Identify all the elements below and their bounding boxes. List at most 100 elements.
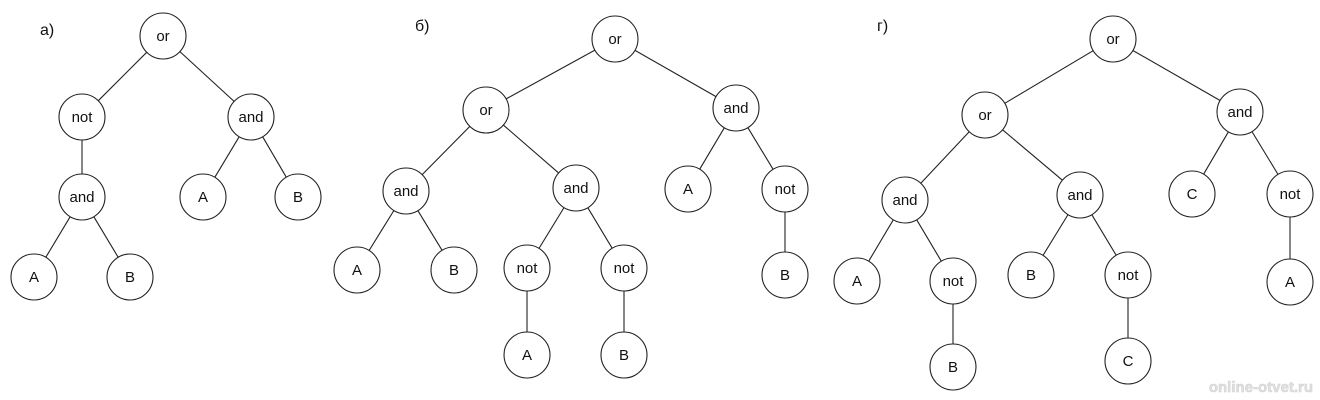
tree-edge: [93, 216, 119, 258]
node-label: and: [69, 189, 94, 206]
tree-node: or: [961, 91, 1009, 139]
tree-node: A: [1266, 258, 1314, 306]
node-label: not: [1280, 186, 1302, 203]
node-label: A: [352, 262, 362, 279]
node-circle: [503, 244, 551, 292]
node-label: not: [775, 181, 797, 198]
tree-node: C: [1104, 337, 1152, 385]
tree-edge: [1004, 50, 1094, 104]
node-circle: [1266, 170, 1314, 218]
node-circle: [430, 246, 478, 294]
node-label: B: [619, 347, 629, 364]
node-circle: [274, 173, 322, 221]
tree-edge: [634, 49, 717, 98]
tree-edge: [868, 219, 894, 262]
node-label: or: [1106, 31, 1119, 48]
node-circle: [761, 165, 809, 213]
node-circle: [58, 93, 106, 141]
node-label: and: [1067, 187, 1092, 204]
tree-edge: [587, 207, 613, 249]
tree-label: а): [40, 22, 54, 39]
node-circle: [1056, 171, 1104, 219]
node-label: B: [293, 189, 303, 206]
tree-node: and: [58, 173, 106, 221]
node-circle: [179, 173, 227, 221]
tree-node: and: [712, 84, 760, 132]
tree-node: and: [227, 93, 275, 141]
tree-node: A: [333, 246, 381, 294]
tree-node: B: [761, 251, 809, 299]
node-circle: [10, 253, 58, 301]
tree-node: not: [929, 257, 977, 305]
tree-edge: [916, 219, 942, 262]
tree-node: not: [58, 93, 106, 141]
node-circle: [552, 164, 600, 212]
tree-node: not: [761, 165, 809, 213]
node-circle: [1089, 15, 1137, 63]
node-label: not: [517, 260, 539, 277]
node-label: A: [522, 347, 532, 364]
node-circle: [227, 93, 275, 141]
tree-node: or: [1089, 15, 1137, 63]
node-label: B: [948, 359, 958, 376]
tree-node: A: [503, 331, 551, 379]
node-label: A: [1285, 274, 1295, 291]
tree-node: B: [929, 343, 977, 391]
tree-node: B: [1007, 251, 1055, 299]
node-label: not: [72, 109, 94, 126]
node-label: or: [156, 28, 169, 45]
node-label: not: [943, 273, 965, 290]
tree-label: г): [877, 18, 888, 35]
node-circle: [503, 331, 551, 379]
node-circle: [712, 84, 760, 132]
tree-edge: [699, 127, 725, 170]
tree-node: A: [10, 253, 58, 301]
tree-edge: [1042, 214, 1069, 256]
tree-node: and: [881, 176, 929, 224]
node-label: and: [393, 183, 418, 200]
node-label: B: [1026, 267, 1036, 284]
node-label: B: [780, 267, 790, 284]
tree-node: not: [503, 244, 551, 292]
node-circle: [1168, 170, 1216, 218]
node-circle: [1266, 258, 1314, 306]
tree-node: B: [600, 331, 648, 379]
node-label: not: [614, 260, 636, 277]
tree-edge: [97, 51, 148, 102]
node-circle: [1104, 251, 1152, 299]
tree-node: not: [1104, 251, 1152, 299]
tree-node: or: [139, 12, 187, 60]
tree-node: or: [462, 86, 510, 134]
tree-edge: [179, 51, 235, 102]
tree-edge: [503, 124, 559, 174]
tree-node: B: [274, 173, 322, 221]
tree-edge: [920, 131, 970, 184]
node-circle: [600, 331, 648, 379]
tree-node: not: [600, 244, 648, 292]
tree-node: A: [664, 165, 712, 213]
node-label: not: [1118, 267, 1140, 284]
node-circle: [382, 167, 430, 215]
node-circle: [1216, 88, 1264, 136]
tree-label: б): [415, 18, 430, 35]
node-label: C: [1123, 353, 1134, 370]
tree-edge: [1132, 50, 1221, 101]
node-label: C: [1187, 186, 1198, 203]
tree-node: and: [1216, 88, 1264, 136]
tree-edge: [45, 216, 71, 258]
node-circle: [929, 257, 977, 305]
tree-node: B: [106, 253, 154, 301]
tree-node: not: [1266, 170, 1314, 218]
node-circle: [961, 91, 1009, 139]
node-circle: [139, 12, 187, 60]
node-circle: [462, 86, 510, 134]
tree-node: and: [382, 167, 430, 215]
tree-node: C: [1168, 170, 1216, 218]
node-circle: [1104, 337, 1152, 385]
watermark-text: online-otvet.ru: [1209, 379, 1313, 396]
node-label: A: [683, 181, 693, 198]
tree-edge: [505, 49, 596, 100]
node-circle: [664, 165, 712, 213]
